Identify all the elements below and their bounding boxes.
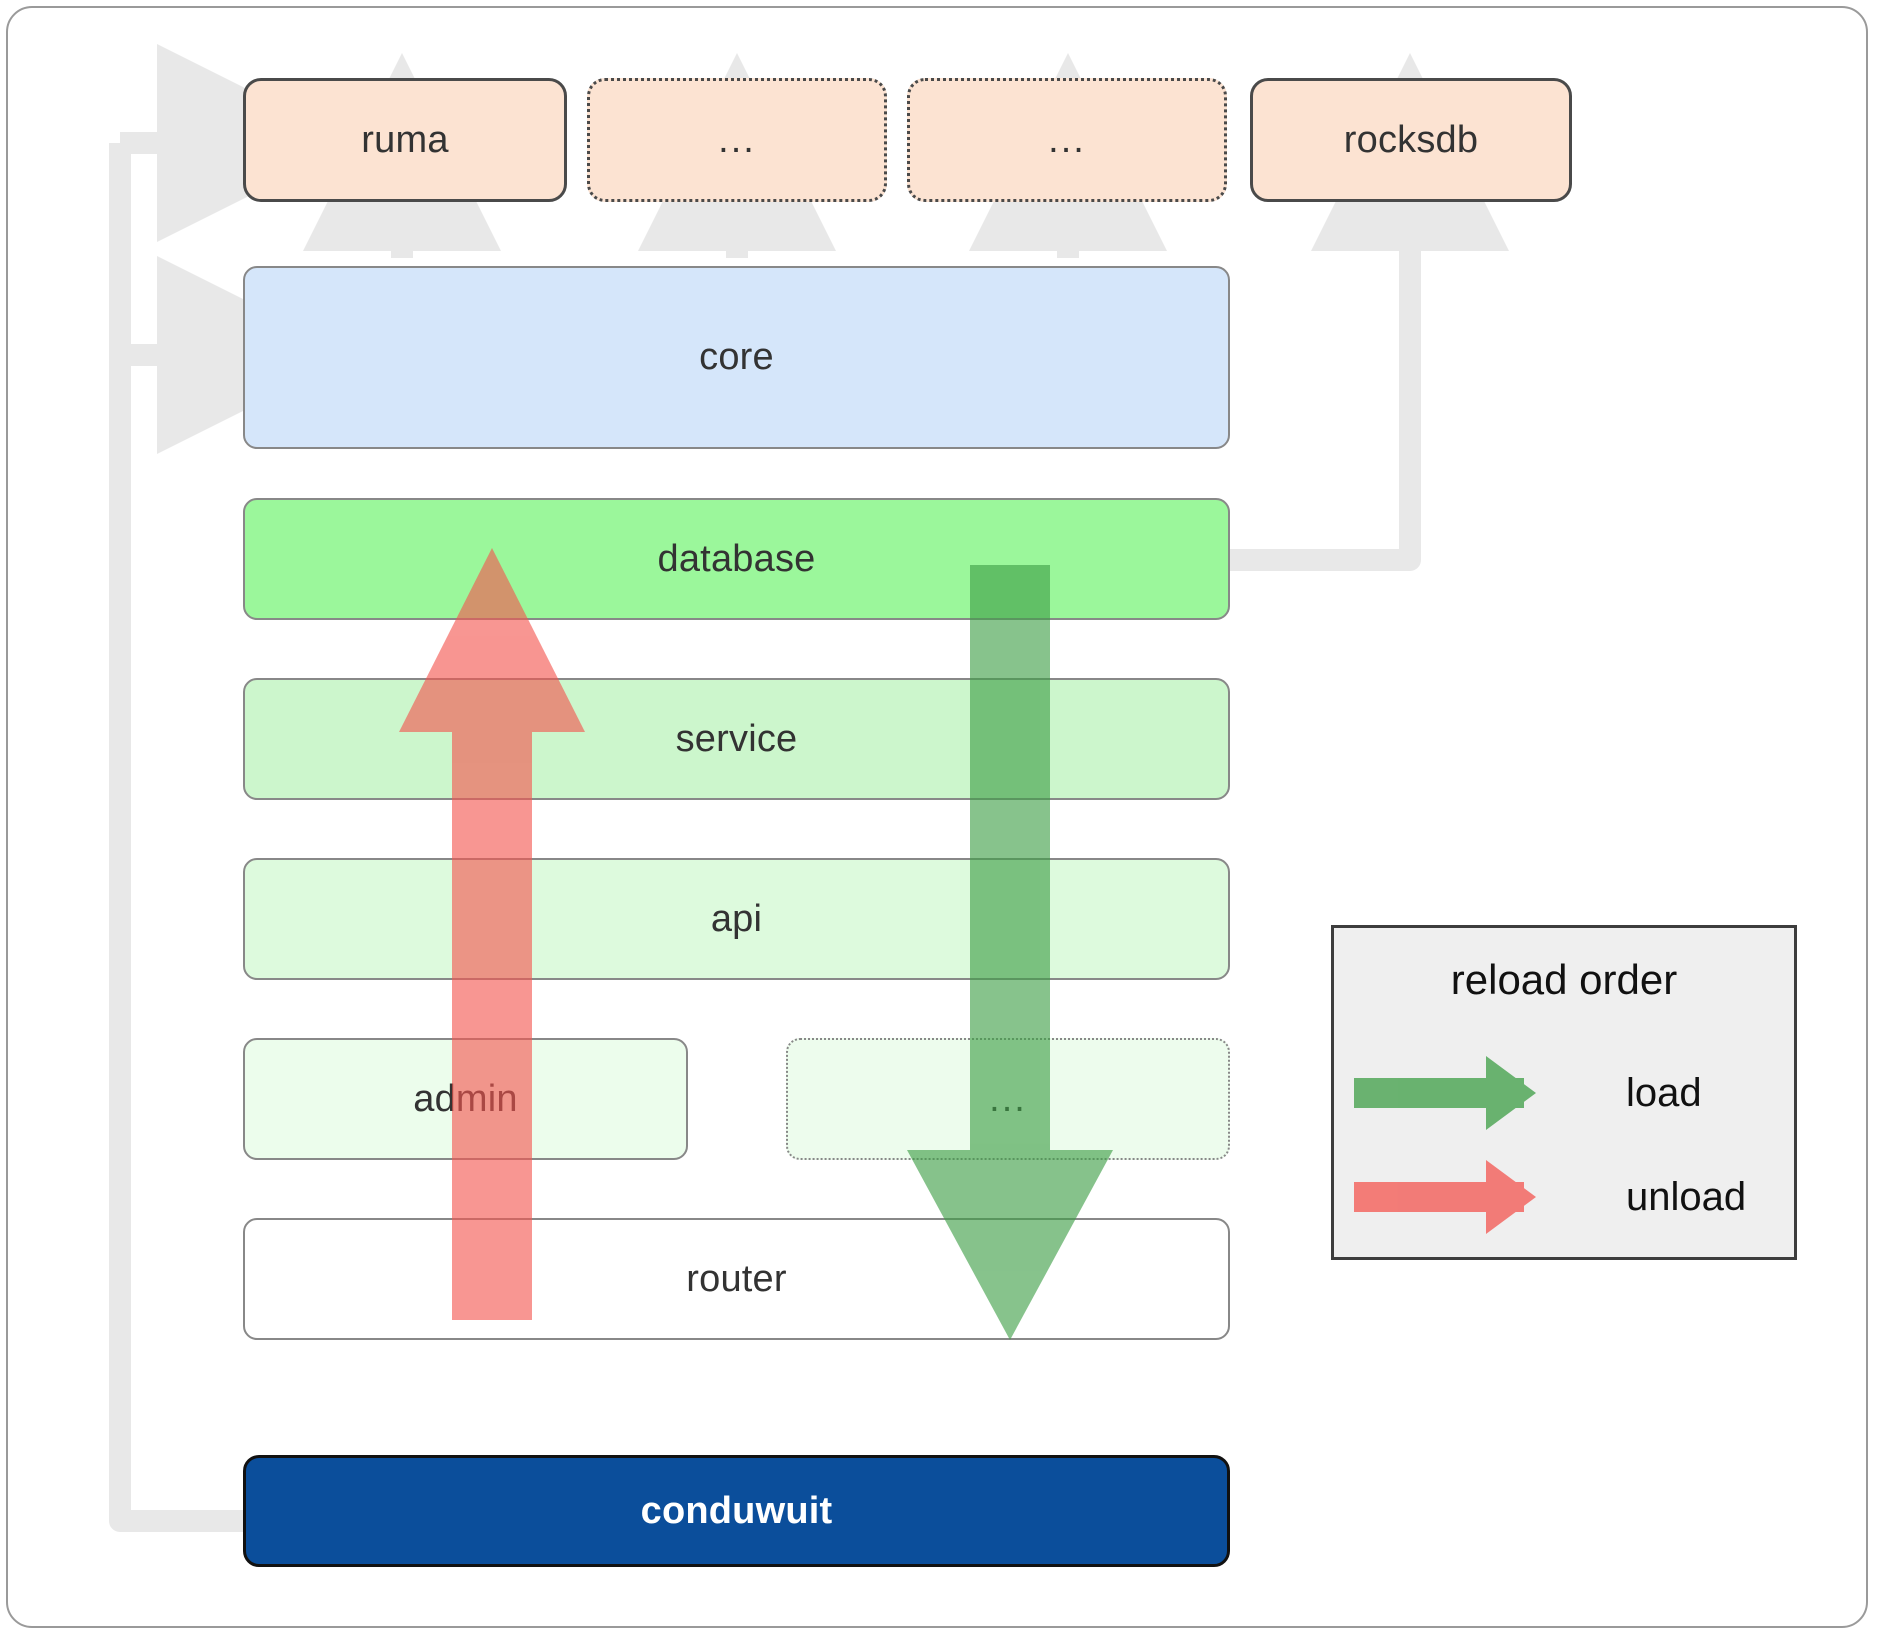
diagram-frame xyxy=(6,6,1868,1628)
root-box-conduwuit[interactable]: conduwuit xyxy=(243,1455,1230,1567)
layer-label-dots-3: ... xyxy=(989,1077,1027,1120)
legend-label-load: load xyxy=(1626,1070,1702,1115)
dependency-label-ruma: ruma xyxy=(361,118,449,161)
layer-box-dots-3[interactable]: ... xyxy=(786,1038,1230,1160)
dependency-label-rocksdb: rocksdb xyxy=(1343,118,1479,161)
dependency-box-dots-2[interactable]: ... xyxy=(907,78,1227,202)
legend-panel: reload order load xyxy=(1331,925,1797,1260)
layer-label-service: service xyxy=(675,717,798,760)
legend-row-unload: unload xyxy=(1334,1152,1800,1242)
layer-box-service[interactable]: service xyxy=(243,678,1230,800)
layer-box-api[interactable]: api xyxy=(243,858,1230,980)
dependency-label-dots-2: ... xyxy=(1048,118,1086,161)
layer-box-core[interactable]: core xyxy=(243,266,1230,449)
layer-label-database: database xyxy=(657,537,816,580)
legend-unload-arrow-icon xyxy=(1346,1152,1604,1242)
layer-label-router: router xyxy=(686,1257,787,1300)
layer-label-core: core xyxy=(699,336,774,378)
root-label-conduwuit: conduwuit xyxy=(640,1489,833,1532)
layer-label-admin: admin xyxy=(413,1077,518,1120)
layer-box-router[interactable]: router xyxy=(243,1218,1230,1340)
legend-row-load: load xyxy=(1334,1048,1800,1138)
dependency-box-ruma[interactable]: ruma xyxy=(243,78,567,202)
legend-title: reload order xyxy=(1450,956,1678,1003)
dependency-box-dots-1[interactable]: ... xyxy=(587,78,887,202)
dependency-box-rocksdb[interactable]: rocksdb xyxy=(1250,78,1572,202)
legend-label-unload: unload xyxy=(1626,1174,1747,1219)
layer-box-database[interactable]: database xyxy=(243,498,1230,620)
legend-load-arrow-icon xyxy=(1346,1048,1604,1138)
layer-label-api: api xyxy=(710,897,763,940)
dependency-label-dots-1: ... xyxy=(718,118,756,161)
layer-box-admin[interactable]: admin xyxy=(243,1038,688,1160)
